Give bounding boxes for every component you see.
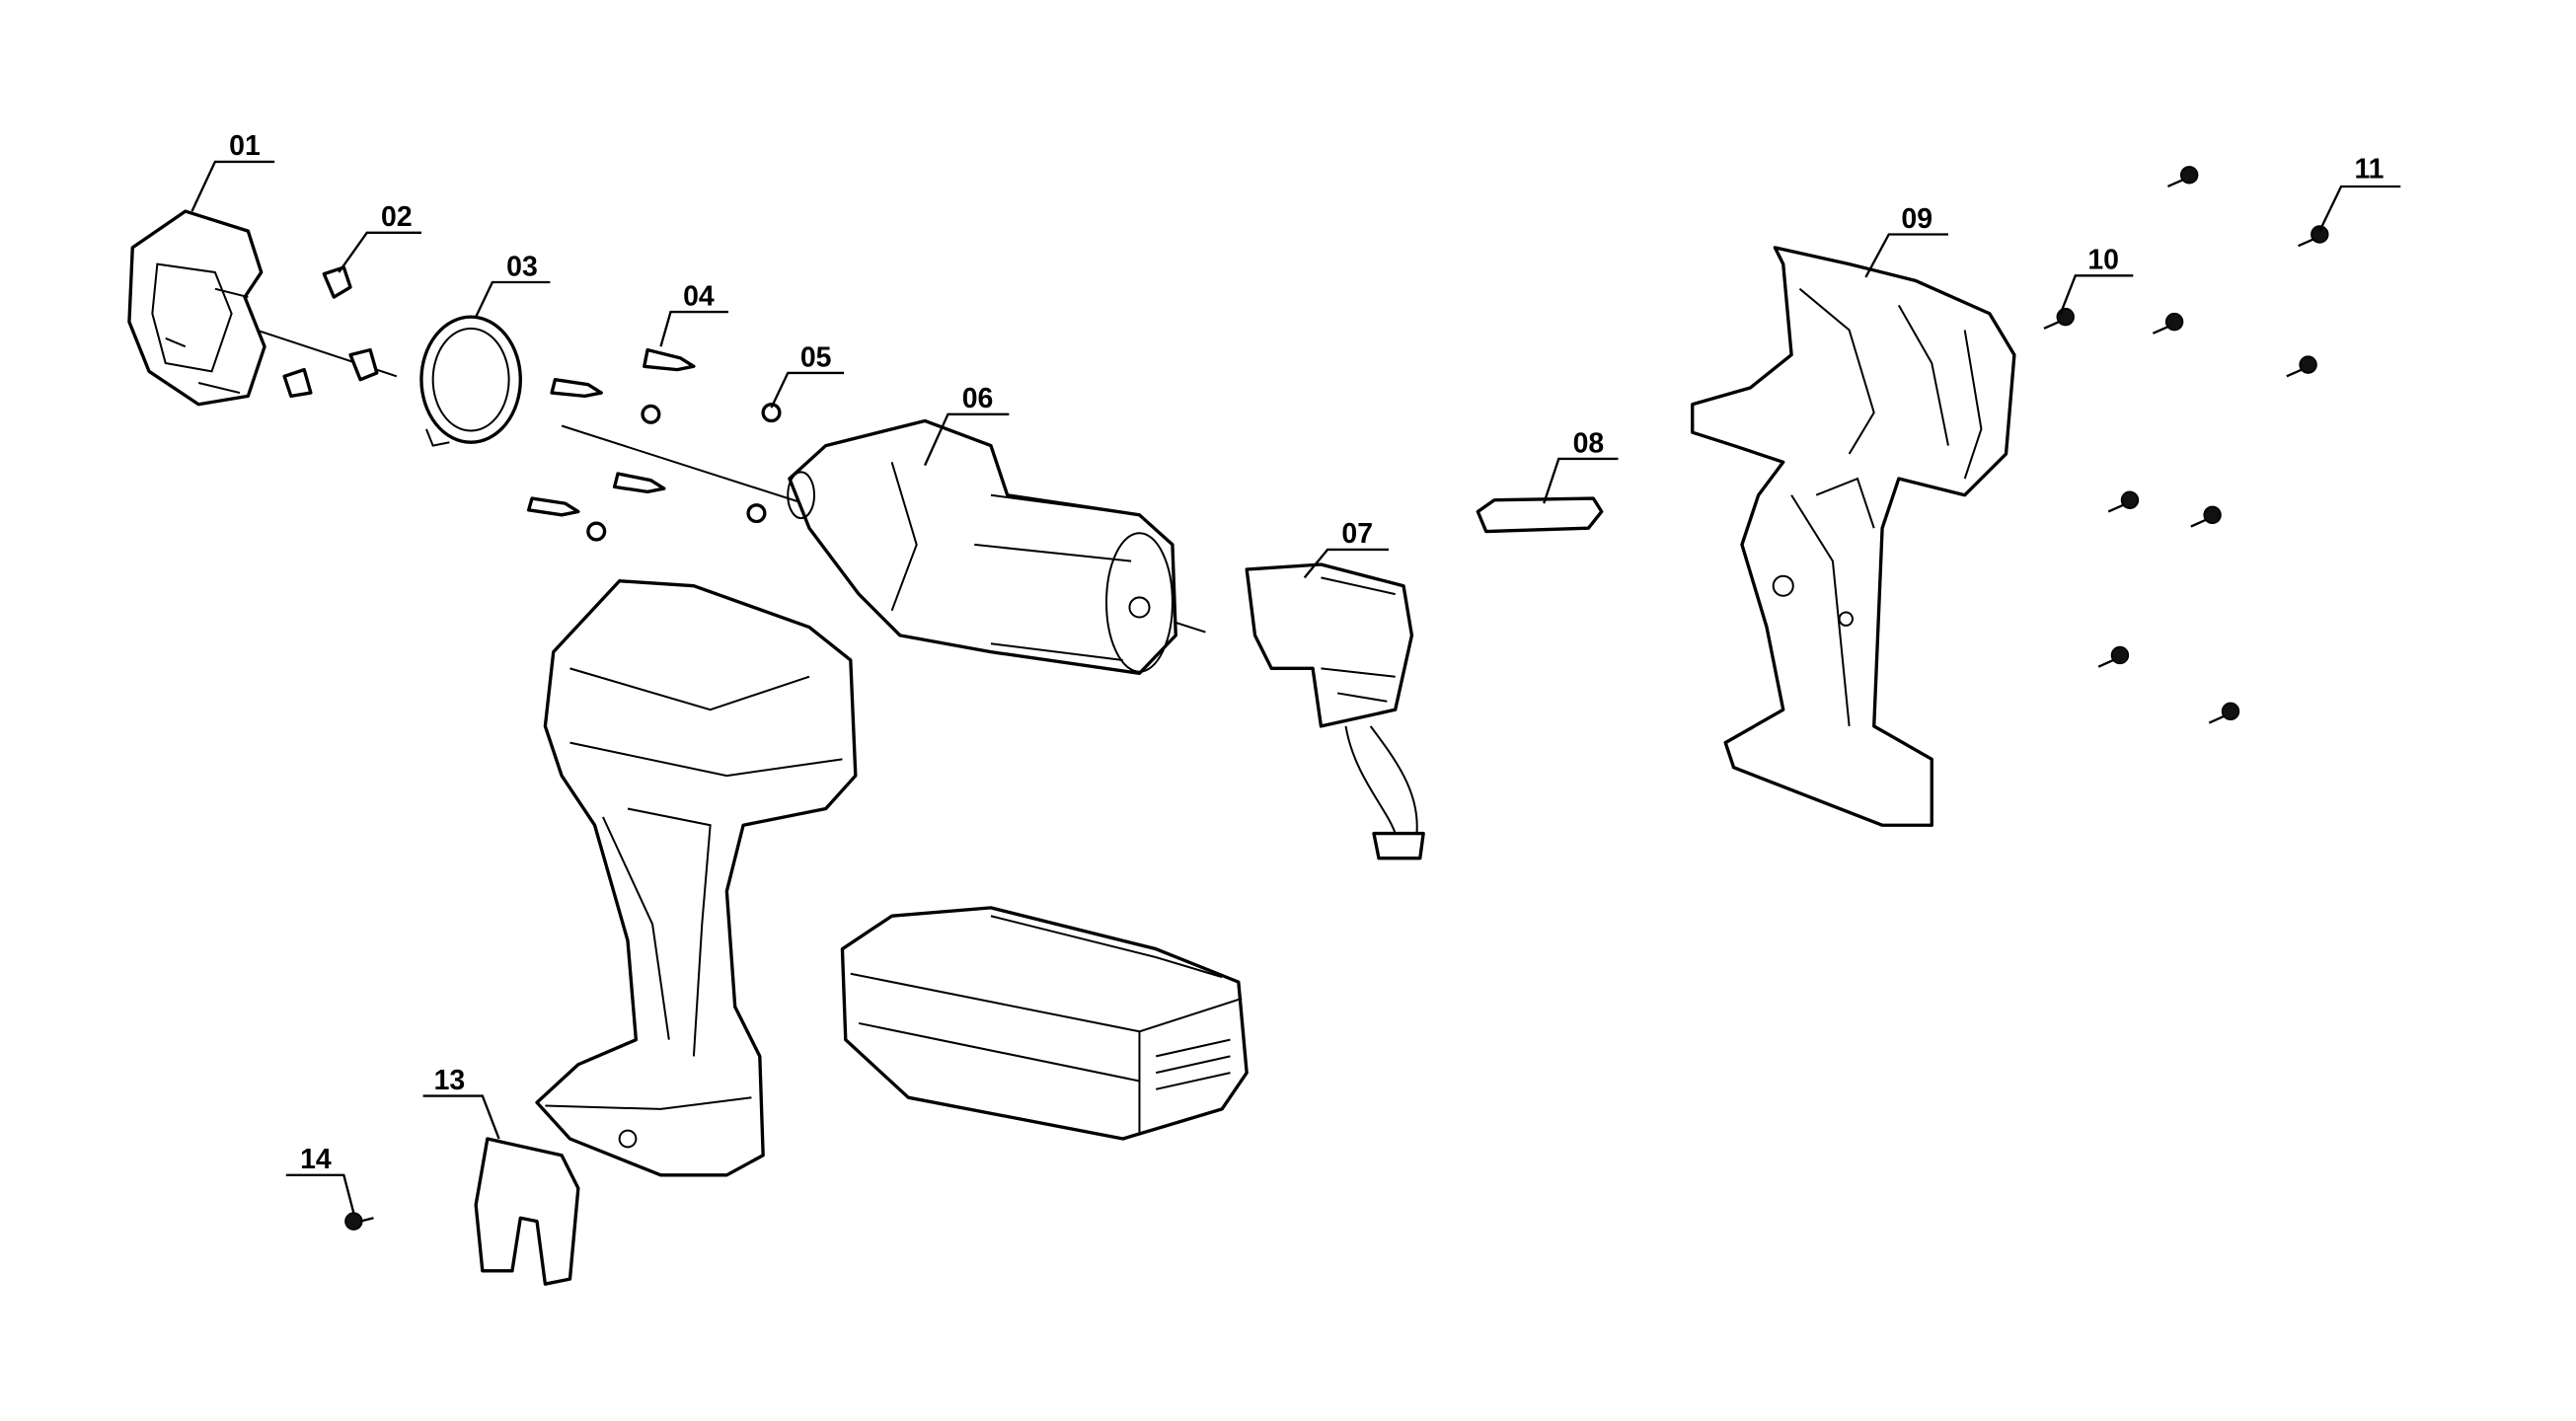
svg-text:01: 01 (229, 130, 261, 162)
screw-icon (2107, 490, 2140, 513)
part-09-housing-half (1691, 246, 2016, 827)
label-09: 09 (1864, 203, 1948, 278)
part-07-trigger-switch (1245, 562, 1425, 860)
svg-text:06: 06 (962, 383, 994, 414)
screw-icon (2152, 312, 2184, 335)
svg-text:05: 05 (800, 341, 832, 373)
label-06: 06 (923, 383, 1010, 467)
part-03-retaining-ring (419, 315, 522, 447)
part-01-gear-housing-cap (127, 209, 266, 407)
svg-text:08: 08 (1573, 427, 1605, 459)
svg-text:11: 11 (2354, 154, 2384, 186)
part-13-belt-clip (474, 1137, 580, 1286)
part-housing-assembled (535, 579, 858, 1177)
svg-text:09: 09 (1901, 203, 1932, 235)
screw-icon (2097, 645, 2130, 668)
screw-icon (2166, 166, 2199, 188)
label-11: 11 (2318, 154, 2401, 232)
label-10: 10 (2059, 245, 2134, 315)
svg-text:14: 14 (300, 1144, 332, 1175)
screw-icon (2208, 702, 2240, 724)
label-14: 14 (285, 1144, 355, 1214)
part-14-screw (344, 1212, 374, 1231)
svg-text:03: 03 (506, 251, 538, 282)
label-05: 05 (770, 341, 845, 409)
screw-icon (2190, 505, 2222, 528)
svg-text:10: 10 (2087, 245, 2119, 276)
part-08-led-board (1476, 496, 1604, 534)
label-03: 03 (475, 251, 551, 318)
part-05-washers (586, 403, 782, 542)
part-battery-pack (840, 906, 1249, 1141)
svg-text:07: 07 (1341, 518, 1373, 550)
svg-text:04: 04 (683, 280, 715, 312)
svg-text:02: 02 (381, 201, 413, 233)
part-10-11-screws (2043, 166, 2329, 724)
svg-text:13: 13 (434, 1065, 466, 1096)
label-04: 04 (659, 280, 729, 347)
screw-icon (2286, 355, 2317, 378)
part-04-pins (526, 347, 696, 517)
label-08: 08 (1543, 427, 1619, 504)
screw-icon (2298, 225, 2329, 248)
screw-icon (2043, 307, 2075, 330)
part-06-motor-gearbox (787, 418, 1177, 676)
label-07: 07 (1303, 518, 1390, 579)
label-01: 01 (190, 130, 275, 212)
label-02: 02 (338, 201, 421, 273)
part-02-nuts (282, 265, 379, 399)
label-13: 13 (422, 1065, 500, 1140)
